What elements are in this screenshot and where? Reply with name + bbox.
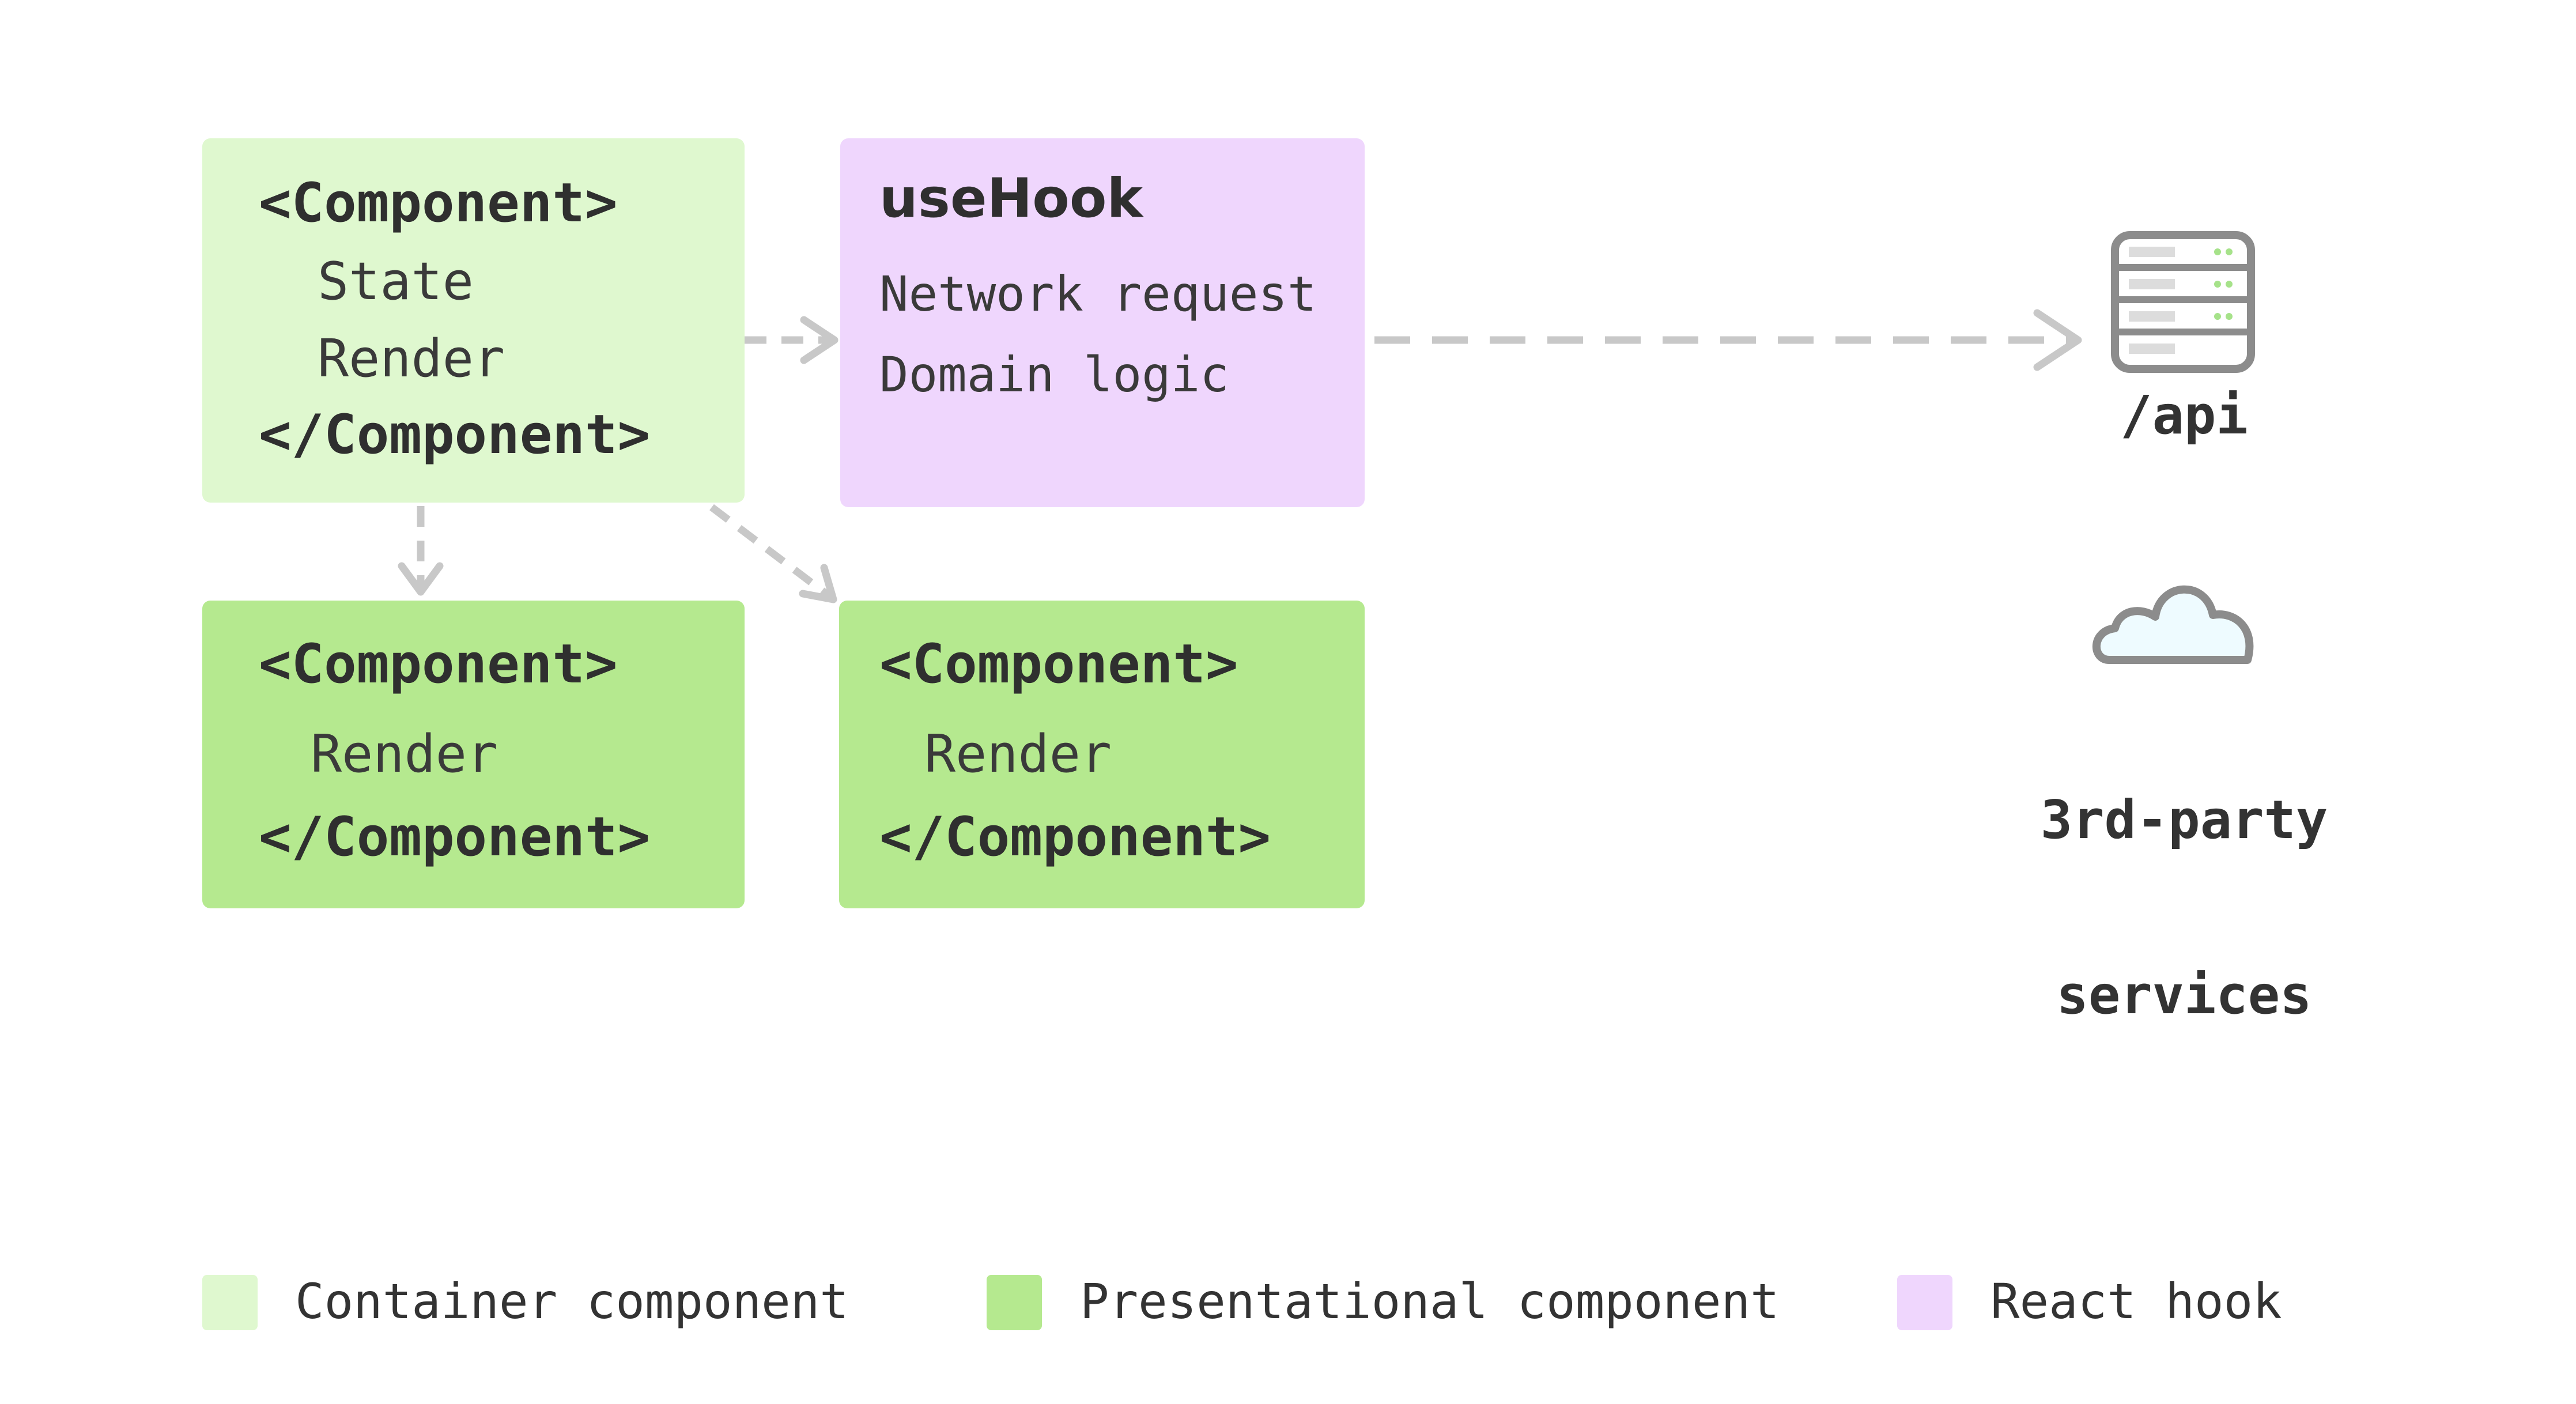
presentational-right-open-tag: <Component> xyxy=(879,633,1238,696)
container-component-box: <Component> State Render </Component> xyxy=(202,138,745,503)
legend-swatch-container xyxy=(202,1275,258,1330)
presentational-right-close-tag: </Component> xyxy=(879,806,1271,869)
presentational-component-box-right: <Component> Render </Component> xyxy=(839,601,1365,908)
arrow-hook-to-api-head xyxy=(2033,309,2082,371)
legend-label-container: Container component xyxy=(295,1273,849,1330)
arrow-container-to-presentational-right xyxy=(709,504,832,600)
hook-network-request-line: Network request xyxy=(879,266,1317,322)
hook-title: useHook xyxy=(879,167,1143,230)
arrow-container-to-presentational-left-head xyxy=(398,562,444,596)
container-state-line: State xyxy=(318,251,474,312)
legend-swatch-hook xyxy=(1897,1275,1952,1330)
legend-label-hook: React hook xyxy=(1990,1273,2282,1330)
third-party-services-label: 3rd-party services xyxy=(2034,674,2334,1141)
container-render-line: Render xyxy=(318,329,505,389)
legend-label-presentational: Presentational component xyxy=(1080,1273,1780,1330)
server-icon xyxy=(2111,231,2255,373)
presentational-right-render-line: Render xyxy=(924,724,1112,784)
container-close-tag: </Component> xyxy=(259,403,651,466)
arrow-container-to-presentational-right-head xyxy=(799,564,837,603)
react-hook-box: useHook Network request Domain logic xyxy=(840,138,1365,507)
third-party-services-line1: 3rd-party xyxy=(2040,789,2328,851)
presentational-left-open-tag: <Component> xyxy=(259,633,618,696)
arrow-container-to-hook-head xyxy=(800,316,838,364)
presentational-left-close-tag: </Component> xyxy=(259,806,651,869)
third-party-services-line2: services xyxy=(2056,964,2312,1026)
presentational-component-box-left: <Component> Render </Component> xyxy=(202,601,745,908)
cloud-icon xyxy=(2092,585,2254,664)
api-label: /api xyxy=(2120,384,2248,446)
legend-swatch-presentational xyxy=(987,1275,1042,1330)
container-open-tag: <Component> xyxy=(259,172,618,235)
hook-domain-logic-line: Domain logic xyxy=(879,346,1229,403)
presentational-left-render-line: Render xyxy=(311,724,498,784)
